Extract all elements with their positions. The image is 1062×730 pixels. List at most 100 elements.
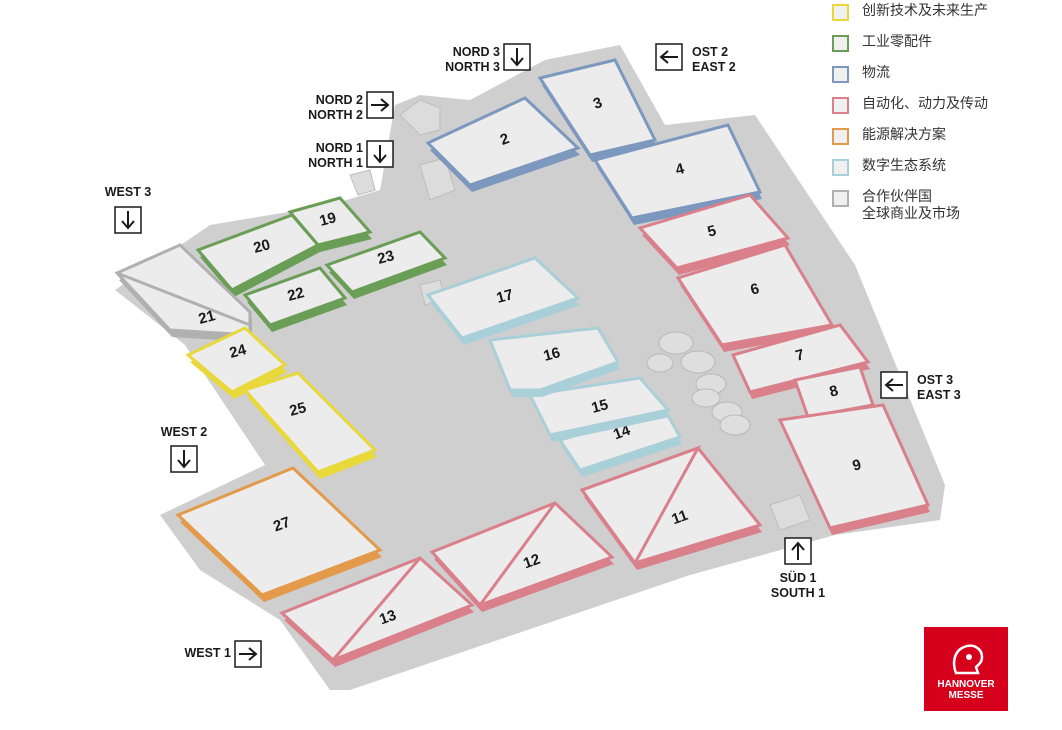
hall-12-divider: [478, 502, 557, 606]
hall-20[interactable]: 20: [195, 213, 321, 297]
gate-west2[interactable]: WEST 2: [161, 425, 208, 473]
gate-ost3-label-1: OST 3: [917, 373, 953, 387]
hall-7[interactable]: 7: [730, 323, 871, 399]
hall-17[interactable]: 17: [425, 256, 581, 345]
tanks: [646, 331, 751, 436]
gate-ost2-label-2: EAST 2: [692, 60, 736, 74]
hall-11[interactable]: 11: [579, 445, 763, 570]
hall-6-roof: [675, 243, 835, 347]
hall-5[interactable]: 5: [637, 193, 791, 275]
hall-13-divider: [331, 557, 422, 661]
legend-label-energy: 能源解决方案: [862, 127, 946, 143]
legend-label-logistics: 物流: [862, 65, 890, 81]
legend-item-digital: 数字生态系统: [832, 157, 1057, 188]
hall-9-roof: [777, 403, 931, 530]
legend-swatch-digital: [832, 159, 849, 176]
hall-21-label: 21: [197, 307, 218, 328]
legend-label-innovation: 创新技术及未来生产: [862, 3, 988, 19]
legend-item-automation: 自动化、动力及传动: [832, 95, 1057, 126]
hall-27-roof: [175, 466, 383, 597]
hall-13-label: 13: [377, 607, 398, 629]
gate-west1[interactable]: WEST 1: [184, 640, 262, 668]
hall-12[interactable]: 12: [429, 501, 615, 612]
legend-label-automation: 自动化、动力及传动: [862, 96, 988, 112]
gate-west3-label-1: WEST 3: [105, 185, 152, 199]
hall-11-divider: [581, 445, 702, 564]
hall-23[interactable]: 23: [324, 230, 448, 299]
hall-17-roof: [425, 256, 581, 340]
hall-6[interactable]: 6: [675, 243, 835, 352]
arrow-left-icon: [880, 371, 908, 399]
hall-9[interactable]: 9: [777, 403, 931, 535]
hall-15[interactable]: 15: [527, 376, 671, 442]
hall-16-label: 16: [542, 344, 563, 365]
hall-4[interactable]: 4: [592, 123, 763, 225]
hall-21[interactable]: 21: [114, 243, 252, 342]
gate-nord2-label-2: NORTH 2: [308, 108, 363, 122]
gate-nord1-label-1: NORD 1: [316, 141, 363, 155]
hall-23-label: 23: [376, 247, 397, 268]
legend-label-partner: 合作伙伴国 全球商业及市场: [862, 189, 960, 222]
gate-west2-label-1: WEST 2: [161, 425, 208, 439]
hall-24-roof: [185, 326, 288, 394]
legend-swatch-logistics: [832, 66, 849, 83]
hall-25[interactable]: 25: [242, 371, 378, 479]
hall-7-roof: [730, 323, 871, 394]
arrow-down-icon: [366, 140, 394, 168]
hall-19-label: 19: [318, 209, 339, 230]
hall-21-divider: [116, 271, 251, 327]
arrow-down-icon: [503, 43, 531, 71]
hall-19[interactable]: 19: [287, 196, 373, 252]
logo-text-hannover: HANNOVER: [937, 679, 995, 690]
gate-west3[interactable]: WEST 3: [105, 185, 152, 234]
legend-swatch-partner: [832, 190, 849, 207]
hall-12-label: 12: [521, 551, 542, 573]
hall-3-roof: [537, 58, 658, 157]
gate-west1-label-1: WEST 1: [184, 646, 231, 660]
gate-nord3-label-1: NORD 3: [453, 45, 500, 59]
legend-swatch-automation: [832, 97, 849, 114]
arrow-up-icon: [784, 537, 812, 565]
hannover-messe-logo: HANNOVER MESSE: [924, 627, 1008, 711]
logo-text-messe: MESSE: [948, 690, 984, 701]
hall-5-roof: [637, 193, 791, 270]
legend-swatch-innovation: [832, 4, 849, 21]
gate-ost2-label-1: OST 2: [692, 45, 728, 59]
hall-2[interactable]: 2: [425, 96, 581, 192]
arrow-right-icon: [366, 91, 394, 119]
hall-23-roof: [324, 230, 448, 294]
hall-13[interactable]: 13: [279, 556, 475, 667]
hall-2-roof: [425, 96, 581, 187]
legend-swatch-industrial: [832, 35, 849, 52]
hall-16[interactable]: 16: [487, 326, 621, 397]
hall-24-label: 24: [228, 341, 249, 362]
hall-17-label: 17: [495, 286, 516, 307]
gate-nord2-label-1: NORD 2: [316, 93, 363, 107]
arrow-down-icon: [114, 206, 142, 234]
logo-head-icon: [952, 644, 984, 675]
hall-27[interactable]: 27: [175, 466, 383, 602]
hall-20-roof: [195, 213, 321, 292]
gate-nord1-label-2: NORTH 1: [308, 156, 363, 170]
hall-22-label: 22: [286, 284, 307, 305]
legend-item-industrial: 工业零配件: [832, 33, 1057, 64]
hall-15-label: 15: [590, 396, 611, 417]
hall-20-label: 20: [252, 236, 273, 257]
hall-11-label: 11: [669, 507, 690, 528]
hall-25-roof: [242, 371, 378, 474]
gate-sud1-label-1: SÜD 1: [780, 570, 817, 585]
legend-item-logistics: 物流: [832, 64, 1057, 95]
hall-3[interactable]: 3: [537, 58, 658, 162]
legend-item-partner: 合作伙伴国 全球商业及市场: [832, 188, 1057, 222]
legend-label-industrial: 工业零配件: [862, 34, 932, 50]
hall-22[interactable]: 22: [242, 266, 348, 332]
